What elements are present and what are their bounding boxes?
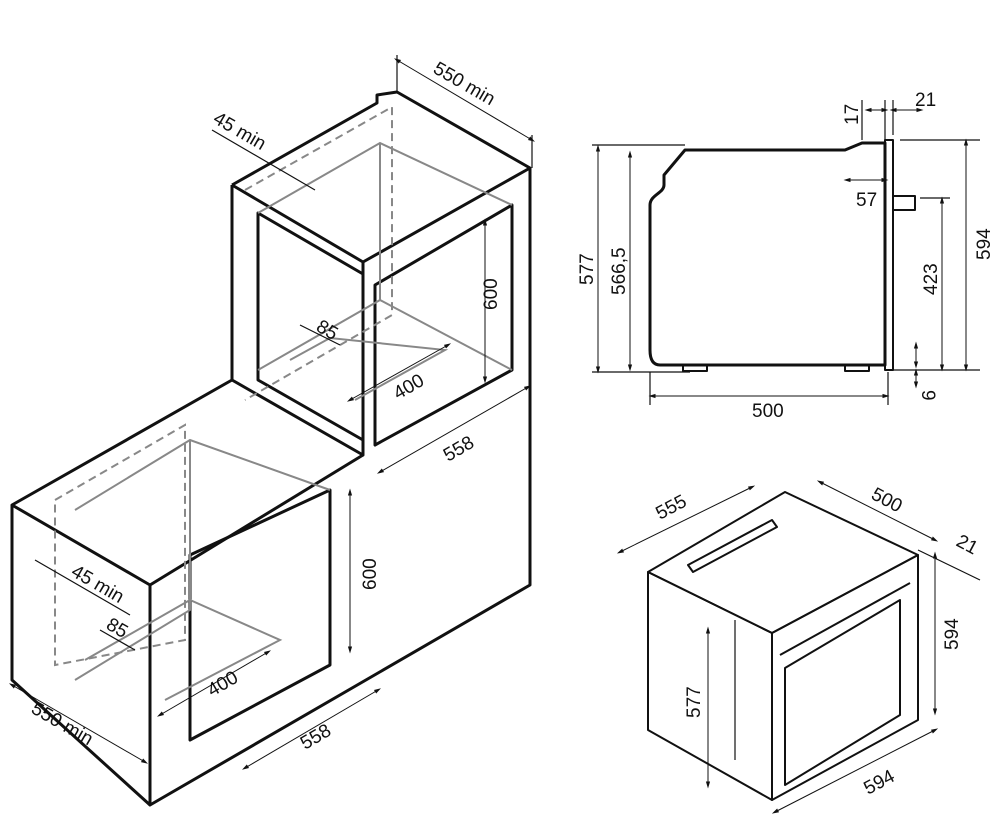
knob-profile	[892, 195, 916, 211]
side-height-566-5-label: 566,5	[609, 247, 630, 295]
perspective-width-594-label: 594	[860, 766, 898, 800]
side-dim-9-label: 9	[917, 390, 938, 401]
side-dim-21-label: 21	[915, 90, 936, 111]
perspective-view-dimensions: 555 500 21 594 577 594	[616, 480, 982, 814]
side-view-drawing	[648, 139, 916, 372]
lower-height-label: 600	[360, 558, 381, 590]
vent-slots	[687, 519, 778, 573]
upper-floor-offset-label: 85	[313, 316, 342, 345]
upper-niche-left	[256, 211, 365, 442]
side-dim-17-label: 17	[842, 104, 863, 125]
perspective-depth-555-label: 555	[652, 491, 690, 524]
lower-floor-offset-label: 85	[103, 614, 132, 643]
upper-rear-gap-label: 45 min	[210, 108, 270, 155]
side-depth-500-label: 500	[752, 401, 784, 422]
side-dim-57-label: 57	[856, 190, 877, 211]
upper-floor-depth-label: 400	[390, 370, 428, 404]
side-view-dimensions: 577 566,5 17 21 57 423 594 9 500	[577, 90, 995, 422]
perspective-height-577-label: 577	[684, 686, 705, 718]
door-profile	[884, 139, 894, 371]
upper-height-label: 600	[481, 278, 502, 310]
perspective-view-drawing	[647, 491, 919, 801]
upper-depth-label: 550 min	[430, 58, 499, 110]
lower-width-label: 558	[297, 720, 335, 754]
lower-depth-label: 550 min	[28, 698, 97, 750]
upper-width-label: 558	[440, 432, 478, 466]
side-height-594-label: 594	[974, 228, 995, 260]
perspective-height-594-label: 594	[942, 618, 963, 650]
perspective-depth-500-label: 500	[868, 484, 906, 517]
side-height-423-label: 423	[921, 263, 942, 295]
perspective-dim-21-label: 21	[953, 531, 982, 559]
lower-floor-depth-label: 400	[204, 667, 242, 701]
side-height-577-label: 577	[577, 253, 598, 285]
